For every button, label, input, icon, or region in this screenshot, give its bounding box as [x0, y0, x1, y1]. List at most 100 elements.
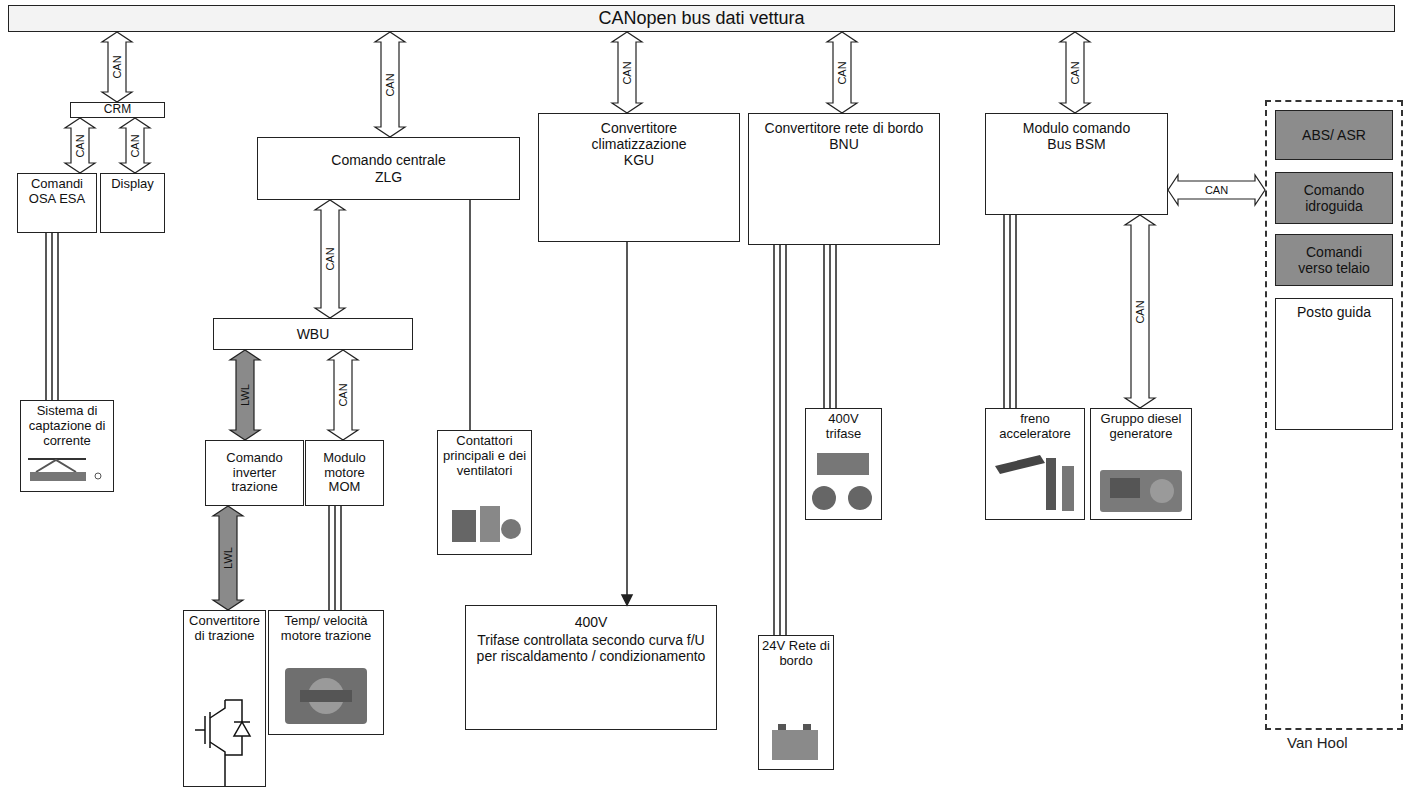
box-label: Comando inverter trazione	[209, 451, 300, 496]
box-label: 400V trifase	[809, 412, 878, 442]
box-label: Comandi verso telaio	[1294, 244, 1374, 276]
pantograph-detail	[95, 473, 101, 479]
supply-arrow	[622, 242, 632, 605]
can-arrow	[1060, 32, 1090, 113]
cable-bundle	[46, 233, 58, 400]
fiber-arrow	[230, 350, 260, 440]
converter-box: Convertitore rete di bordo BNU	[748, 113, 940, 245]
output-box: 24V Rete di bordo	[758, 635, 834, 770]
box-label: Comandi OSA ESA	[21, 177, 93, 207]
pantograph-base	[30, 472, 86, 481]
motor-picture	[285, 668, 367, 724]
contactor	[480, 506, 500, 542]
interface-box: WBU	[213, 318, 413, 350]
can-arrow	[612, 32, 642, 113]
group-heading: Van Hool	[1287, 734, 1348, 751]
device	[848, 486, 872, 510]
diode-wire	[225, 700, 242, 722]
box-label: Gruppo diesel generatore	[1094, 412, 1188, 442]
gateway-box: CRM	[70, 102, 165, 118]
igbt-symbol	[195, 700, 250, 787]
fan	[501, 519, 521, 539]
diode-wire	[225, 736, 242, 755]
edge-label: CAN	[384, 72, 396, 97]
box-label: Sistema di captazione di corrente	[24, 404, 110, 449]
control-box: Comandi OSA ESA	[17, 173, 97, 233]
box-label: Temp/ velocità motore trazione	[272, 614, 380, 644]
motor-body	[285, 668, 367, 724]
generator-body	[1100, 470, 1182, 512]
bus-band: CANopen bus dati vettura	[8, 5, 1395, 32]
contactor-picture	[452, 506, 521, 542]
output-box: 400V Trifase controllata secondo curva f/…	[465, 605, 717, 730]
pedal	[995, 455, 1045, 474]
box-label: 400V	[575, 614, 608, 630]
box-label: WBU	[297, 326, 330, 342]
fiber-arrow	[213, 506, 243, 610]
can-arrow	[102, 32, 132, 102]
supplier-box: ABS/ ASR	[1275, 110, 1393, 160]
can-arrow	[120, 118, 150, 173]
three-phase-picture	[812, 453, 872, 510]
can-arrow	[1168, 175, 1265, 205]
box-label: Convertitore rete di bordo BNU	[757, 120, 932, 152]
converter-box: Convertitore climatizzazione KGU	[538, 113, 740, 242]
diode-bar	[234, 721, 250, 723]
display-box: Display	[100, 173, 165, 233]
battery-pole	[803, 724, 811, 730]
cable-bundle	[824, 245, 836, 408]
can-arrow	[328, 350, 358, 440]
emitter	[210, 742, 225, 787]
motor-shaft	[300, 690, 352, 702]
diode	[234, 722, 250, 736]
edge-label: CAN	[836, 60, 848, 85]
controller-box: Comando inverter trazione	[205, 440, 304, 506]
can-arrow	[1125, 215, 1155, 408]
box-label: freno acceleratore	[989, 412, 1081, 442]
gate-plate	[204, 716, 206, 744]
supplier-group: Van HoolABS/ ASRComando idroguidaComandi…	[1265, 100, 1403, 730]
battery-pole	[778, 724, 786, 730]
edge-label: CAN	[1069, 60, 1081, 85]
pedal-picture	[995, 455, 1074, 511]
component-box: Gruppo diesel generatore	[1090, 408, 1192, 520]
edge-label: LWL	[222, 546, 234, 570]
can-arrow	[315, 200, 345, 318]
cable-bundle	[1004, 215, 1016, 408]
box-label: CANopen bus dati vettura	[598, 8, 804, 29]
pantograph-arm	[36, 460, 76, 472]
wire	[469, 200, 471, 430]
box-label: Posto guida	[1297, 304, 1371, 320]
edge-label: CAN	[1204, 184, 1229, 196]
contactor	[452, 510, 476, 542]
battery-body	[772, 730, 818, 760]
device	[812, 486, 836, 510]
box-label: Convertitore climatizzazione KGU	[584, 120, 694, 168]
cable-bundle	[774, 245, 786, 635]
generator-picture	[1100, 470, 1182, 512]
edge-label: CAN	[337, 382, 349, 407]
box-label: 24V Rete di bordo	[762, 639, 830, 669]
box-label: Comando centrale ZLG	[319, 152, 459, 184]
box-label: Contattori principali e dei ventilatori	[441, 434, 528, 479]
module-box: Modulo motore MOM	[305, 440, 384, 506]
component-box: Contattori principali e dei ventilatori	[437, 430, 532, 555]
engine-block	[1110, 478, 1140, 498]
edge-label: CAN	[74, 133, 86, 158]
device	[817, 453, 869, 475]
pedal-sensor	[1062, 466, 1074, 511]
edge-label: CAN	[1134, 299, 1146, 324]
box-label: Comando idroguida	[1289, 182, 1379, 214]
box-label: Convertitore di trazione	[187, 614, 262, 644]
box-label: Trifase controllata secondo curva f/U pe…	[474, 632, 708, 664]
battery-picture	[772, 724, 818, 760]
module-box: Modulo comando Bus BSM	[985, 113, 1168, 215]
can-arrow	[827, 32, 857, 113]
component-box: Sistema di captazione di corrente	[20, 400, 114, 492]
cable-bundle	[329, 506, 341, 610]
controller-box: Comando centrale ZLG	[257, 137, 520, 200]
collector	[210, 700, 225, 718]
gate-lead	[195, 729, 205, 731]
